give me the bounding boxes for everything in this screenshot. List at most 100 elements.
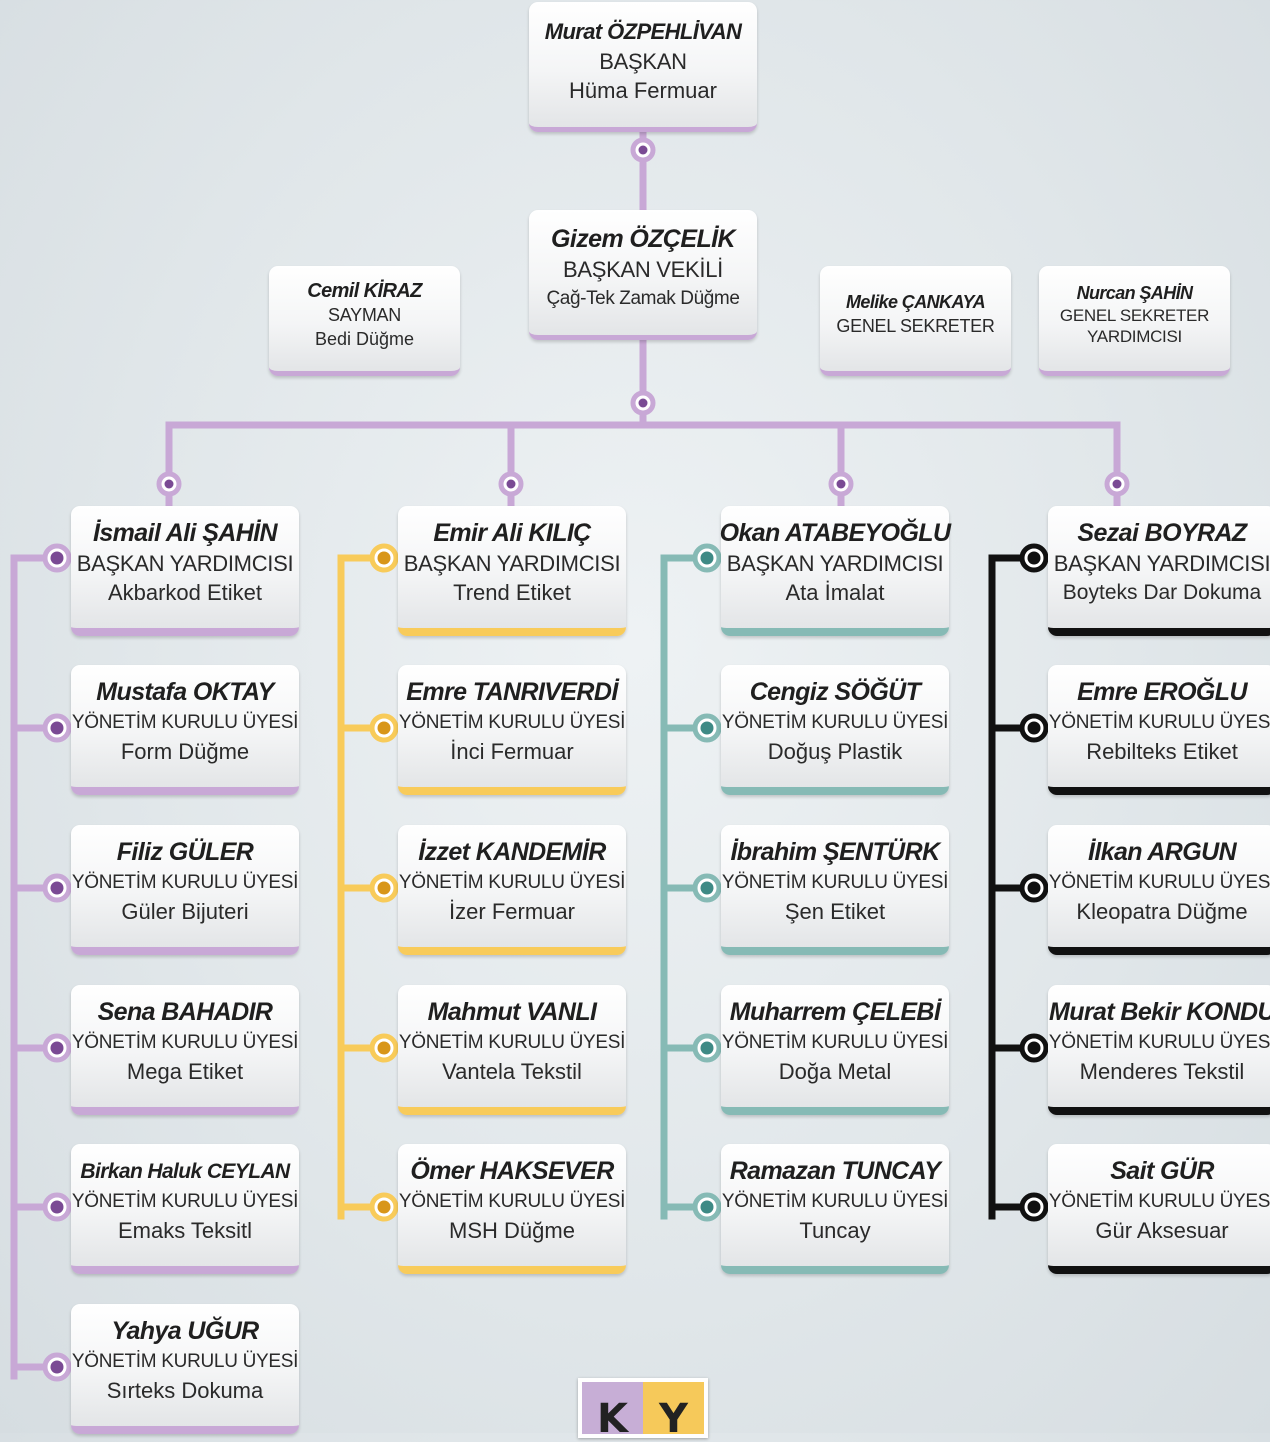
member-role: YÖNETİM KURULU ÜYESİ bbox=[71, 1351, 299, 1372]
connector-node bbox=[1104, 471, 1130, 497]
member-name: Muharrem ÇELEBİ bbox=[729, 998, 941, 1026]
member-company: MSH Düğme bbox=[449, 1218, 575, 1243]
member-role: YÖNETİM KURULU ÜYESİ bbox=[721, 1032, 949, 1053]
treasurer-company: Bedi Düğme bbox=[314, 328, 415, 349]
ky-logo: K Y bbox=[578, 1378, 708, 1442]
member-company: Akbarkod Etiket bbox=[107, 580, 263, 605]
member-company: Ata İmalat bbox=[785, 580, 885, 605]
treasurer-card: Cemil KİRAZ SAYMAN Bedi Düğme bbox=[269, 266, 460, 376]
connector-node bbox=[369, 713, 399, 743]
connector-node bbox=[156, 471, 182, 497]
member-company: Boyteks Dar Dokuma bbox=[1062, 581, 1262, 604]
member-role: YÖNETİM KURULU ÜYESİ bbox=[1048, 1191, 1270, 1212]
member-name: Yahya UĞUR bbox=[111, 1317, 259, 1345]
member-card: Birkan Haluk CEYLAN YÖNETİM KURULU ÜYESİ E… bbox=[71, 1144, 299, 1274]
member-card: Mahmut VANLI YÖNETİM KURULU ÜYESİ Vantela … bbox=[398, 985, 626, 1115]
connector-node bbox=[692, 1033, 722, 1063]
connector-node bbox=[1019, 1192, 1049, 1222]
member-role: YÖNETİM KURULU ÜYESİ bbox=[398, 1032, 626, 1053]
connector-node bbox=[369, 543, 399, 573]
member-name: Birkan Haluk CEYLAN bbox=[80, 1160, 290, 1183]
member-name: İzzet KANDEMİR bbox=[418, 838, 606, 866]
connector-node bbox=[1019, 543, 1049, 573]
member-card: İzzet KANDEMİR YÖNETİM KURULU ÜYESİ İzer F… bbox=[398, 825, 626, 955]
member-company: Kleopatra Düğme bbox=[1076, 899, 1248, 924]
member-company: İnci Fermuar bbox=[450, 739, 574, 764]
vice-president-role: BAŞKAN VEKİLİ bbox=[563, 256, 723, 282]
secretary-general-role: GENEL SEKRETER bbox=[836, 316, 995, 336]
member-company: Trend Etiket bbox=[453, 580, 571, 605]
member-card: Yahya UĞUR YÖNETİM KURULU ÜYESİ Sırteks Do… bbox=[71, 1304, 299, 1434]
member-card: Emre TANRIVERDİ YÖNETİM KURULU ÜYESİ İnci … bbox=[398, 665, 626, 795]
president-card: Murat ÖZPEHLİVAN BAŞKAN Hüma Fermuar bbox=[529, 2, 757, 132]
member-name: Emre TANRIVERDİ bbox=[406, 678, 618, 706]
connector-node bbox=[42, 873, 72, 903]
member-company: Sırteks Dokuma bbox=[106, 1378, 264, 1403]
member-name: Sait GÜR bbox=[1110, 1157, 1214, 1185]
vice-president-name: Gizem ÖZÇELİK bbox=[551, 224, 735, 253]
logo-letter-y: Y bbox=[643, 1382, 704, 1442]
member-name: İsmail Ali ŞAHİN bbox=[93, 519, 278, 547]
member-name: Murat Bekir KONDU bbox=[1049, 998, 1270, 1026]
member-role: YÖNETİM KURULU ÜYESİ bbox=[398, 872, 626, 893]
member-company: İzer Fermuar bbox=[449, 899, 575, 924]
president-role: BAŞKAN bbox=[599, 48, 687, 74]
member-company: Vantela Tekstil bbox=[442, 1059, 582, 1084]
member-company: Şen Etiket bbox=[784, 899, 886, 924]
member-role: BAŞKAN YARDIMCISI bbox=[726, 551, 944, 576]
logo-letter-k: K bbox=[582, 1382, 643, 1442]
connector-node bbox=[42, 1033, 72, 1063]
deputy-secretary-general-role-line2: YARDIMCISI bbox=[1087, 327, 1182, 346]
connector-node bbox=[1019, 873, 1049, 903]
member-company: Mega Etiket bbox=[126, 1059, 244, 1084]
member-role: YÖNETİM KURULU ÜYESİ bbox=[1048, 872, 1270, 893]
connector-node bbox=[828, 471, 854, 497]
connector-node bbox=[630, 390, 656, 416]
member-role: YÖNETİM KURULU ÜYESİ bbox=[71, 872, 299, 893]
vice-president-company: Çağ-Tek Zamak Düğme bbox=[546, 287, 740, 309]
connector-node bbox=[42, 713, 72, 743]
member-name: Mahmut VANLI bbox=[427, 998, 597, 1026]
member-name: Filiz GÜLER bbox=[116, 838, 254, 866]
member-role: YÖNETİM KURULU ÜYESİ bbox=[721, 872, 949, 893]
connector-node bbox=[498, 471, 524, 497]
connector-node bbox=[42, 543, 72, 573]
connector-node bbox=[369, 1192, 399, 1222]
connector-node bbox=[369, 873, 399, 903]
deputy-secretary-general-card: Nurcan ŞAHİN GENEL SEKRETER YARDIMCISI bbox=[1039, 266, 1230, 376]
connector-node bbox=[1019, 713, 1049, 743]
member-card: İbrahim ŞENTÜRK YÖNETİM KURULU ÜYESİ Şen E… bbox=[721, 825, 949, 955]
member-company: Form Düğme bbox=[120, 739, 250, 764]
president-company: Hüma Fermuar bbox=[569, 77, 717, 103]
member-name: Sezai BOYRAZ bbox=[1077, 519, 1247, 547]
member-role: YÖNETİM KURULU ÜYESİ bbox=[71, 1191, 299, 1212]
connector-node bbox=[369, 1033, 399, 1063]
member-role: YÖNETİM KURULU ÜYESİ bbox=[398, 712, 626, 733]
member-name: İbrahim ŞENTÜRK bbox=[730, 838, 940, 866]
secretary-general-card: Melike ÇANKAYA GENEL SEKRETER bbox=[820, 266, 1011, 376]
member-name: Emir Ali KILIÇ bbox=[433, 519, 591, 547]
member-role: YÖNETİM KURULU ÜYESİ bbox=[721, 712, 949, 733]
member-role: YÖNETİM KURULU ÜYESİ bbox=[1048, 712, 1270, 733]
secretary-general-name: Melike ÇANKAYA bbox=[846, 292, 986, 312]
member-company: Doğuş Plastik bbox=[767, 739, 903, 764]
deputy-secretary-general-name: Nurcan ŞAHİN bbox=[1076, 283, 1193, 303]
member-name: Sena BAHADIR bbox=[97, 998, 273, 1026]
member-name: Ömer HAKSEVER bbox=[410, 1157, 614, 1185]
connector-node bbox=[692, 873, 722, 903]
member-company: Rebilteks Etiket bbox=[1086, 739, 1238, 764]
member-name: Emre EROĞLU bbox=[1077, 678, 1247, 706]
member-company: Emaks Teksitl bbox=[117, 1218, 253, 1243]
